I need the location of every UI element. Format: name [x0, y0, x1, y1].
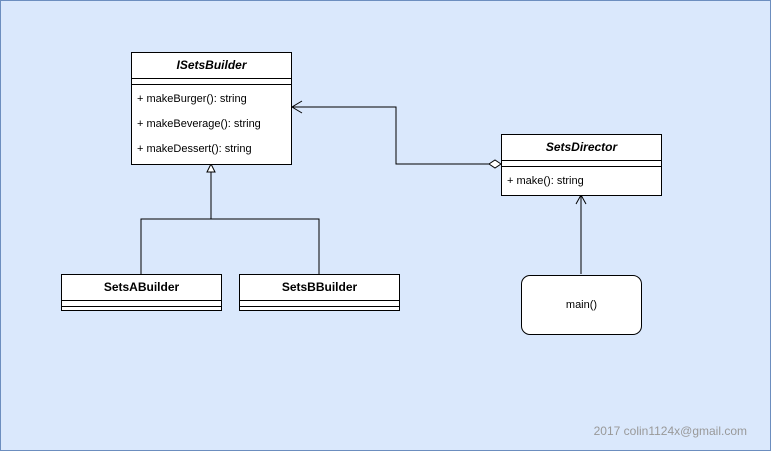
class-title: SetsDirector — [502, 135, 661, 161]
class-title: ISetsBuilder — [132, 53, 291, 79]
method-make: + make(): string — [507, 175, 584, 187]
class-setsabuilder[interactable]: SetsABuilder — [61, 274, 222, 311]
aggregation-connector — [291, 100, 502, 169]
main-node-label: main() — [565, 299, 598, 311]
method-list: + makeBurger(): string + makeBeverage():… — [132, 85, 291, 162]
realization-connector — [140, 162, 320, 274]
class-title: SetsBBuilder — [240, 275, 399, 301]
attribute-separator — [132, 79, 291, 85]
attribute-separator — [502, 161, 661, 167]
attribute-separator — [62, 301, 221, 307]
dependency-connector — [575, 193, 587, 274]
method-list: + make(): string — [502, 167, 661, 194]
attribute-separator — [240, 301, 399, 307]
method-make-burger: + makeBurger(): string — [137, 93, 247, 105]
watermark: 2017 colin1124x@gmail.com — [593, 424, 747, 438]
method-make-dessert: + makeDessert(): string — [137, 143, 252, 155]
class-setsdirector[interactable]: SetsDirector + make(): string — [501, 134, 662, 196]
class-setsbbuilder[interactable]: SetsBBuilder — [239, 274, 400, 311]
method-make-beverage: + makeBeverage(): string — [137, 118, 261, 130]
class-title: SetsABuilder — [62, 275, 221, 301]
class-isetsbuilder[interactable]: ISetsBuilder + makeBurger(): string + ma… — [131, 52, 292, 165]
main-node[interactable]: main() — [521, 275, 642, 335]
